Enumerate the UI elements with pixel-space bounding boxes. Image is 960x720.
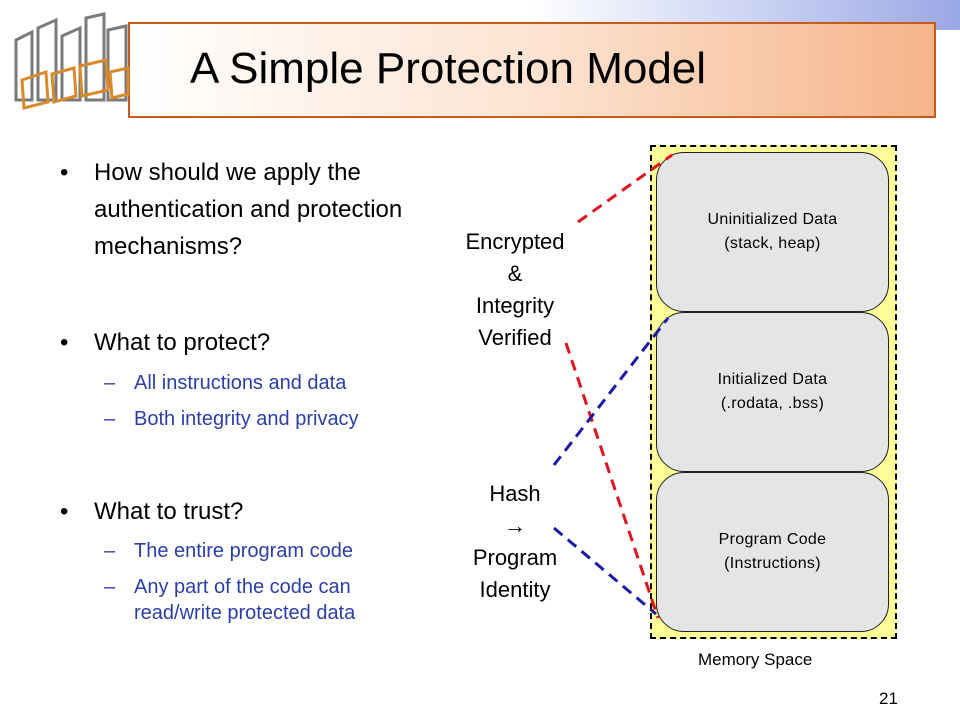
bullet-text: What to trust? <box>94 498 244 525</box>
city-logo-icon <box>14 12 130 110</box>
slide-title: A Simple Protection Model <box>190 44 707 93</box>
title-banner <box>128 22 936 118</box>
segment-initialized-data: Initialized Data(.rodata, .bss) <box>656 312 889 472</box>
bullet-text: How should we apply the authentication a… <box>94 159 403 260</box>
encrypted-integrity-label: Encrypted & Integrity Verified <box>465 229 565 350</box>
hash-identity-label: Hash → Program Identity <box>455 478 575 606</box>
hash-connector-top <box>552 317 670 466</box>
hash-connector-bottom <box>553 526 657 616</box>
memory-space-label: Memory Space <box>698 650 813 669</box>
right-arrow-icon: → <box>504 513 526 538</box>
encrypted-connector-top <box>577 153 673 224</box>
segment-program-code: Program Code(Instructions) <box>656 472 889 632</box>
bullet-dot: • <box>60 329 69 356</box>
encrypted-connector-bottom <box>564 342 660 619</box>
segment-uninitialized-data: Uninitialized Data(stack, heap) <box>656 152 889 312</box>
bullet-dot: • <box>60 159 69 186</box>
page-number: 21 <box>879 689 898 708</box>
bullet-dot: • <box>60 498 69 525</box>
bullet-text: What to protect? <box>94 329 271 356</box>
